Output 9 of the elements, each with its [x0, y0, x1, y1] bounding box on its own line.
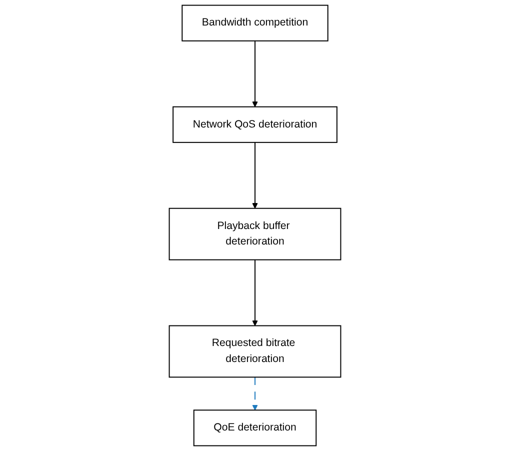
arrow — [252, 40, 258, 108]
node-box: Requested bitrate deterioration — [168, 325, 341, 378]
arrow — [252, 142, 258, 209]
node-box: QoE deterioration — [192, 410, 316, 446]
arrow — [252, 376, 258, 410]
arrow — [252, 259, 258, 326]
node-box: Network QoS deterioration — [172, 106, 337, 143]
node-box: Bandwidth competition — [181, 4, 328, 42]
node-box: Playback buffer deterioration — [168, 208, 341, 260]
